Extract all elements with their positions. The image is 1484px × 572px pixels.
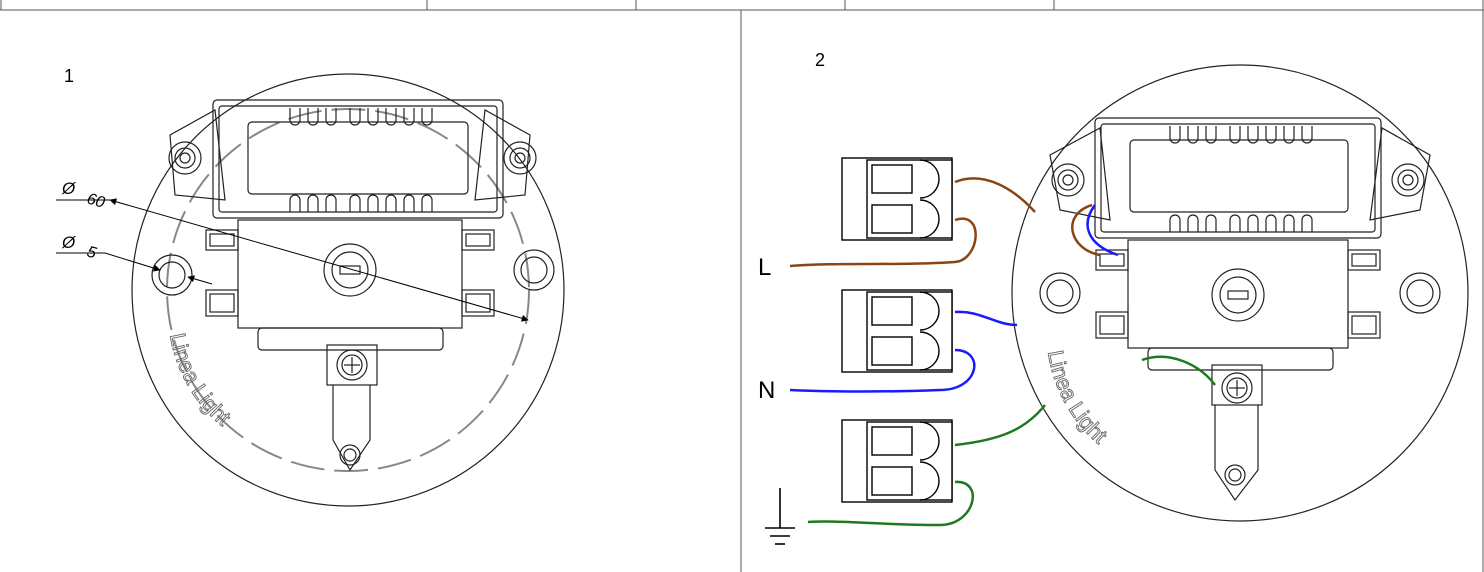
- terminal-label-l: L: [758, 254, 771, 281]
- brand-logo-left: Linea Light: [165, 331, 236, 431]
- fixture-base-left: [131, 73, 565, 507]
- wire-l-fixture: [1071, 203, 1101, 257]
- panel-2: 2: [758, 50, 1469, 545]
- connector-n: [841, 289, 953, 373]
- wire-n-in: [789, 348, 976, 393]
- fixture-base-right: [1011, 64, 1469, 522]
- wires: [789, 177, 1216, 527]
- ground-icon: [765, 488, 795, 545]
- dimension-lines: [56, 198, 529, 322]
- wire-ground-fixture: [1141, 355, 1216, 386]
- diameter-symbol-small: Ø: [61, 233, 77, 252]
- connector-ground: [841, 419, 953, 503]
- wire-n-fixture: [1086, 204, 1119, 257]
- wire-n-out: [954, 310, 1018, 327]
- panel-1-label: 1: [64, 66, 74, 86]
- wire-l-out: [954, 177, 1036, 213]
- panel-2-label: 2: [815, 50, 825, 70]
- brand-logo-right: Linea Light: [1043, 348, 1112, 448]
- connector-l: [841, 157, 953, 241]
- dimension-large-value: 60: [85, 191, 107, 212]
- wire-ground-out: [954, 404, 1046, 447]
- header-table-strip: [0, 0, 1484, 11]
- wire-ground-in: [807, 480, 974, 527]
- wire-l-in: [789, 217, 977, 268]
- terminal-label-n: N: [758, 377, 775, 404]
- panel-1: 1: [56, 66, 565, 507]
- diameter-symbol-large: Ø: [61, 179, 77, 198]
